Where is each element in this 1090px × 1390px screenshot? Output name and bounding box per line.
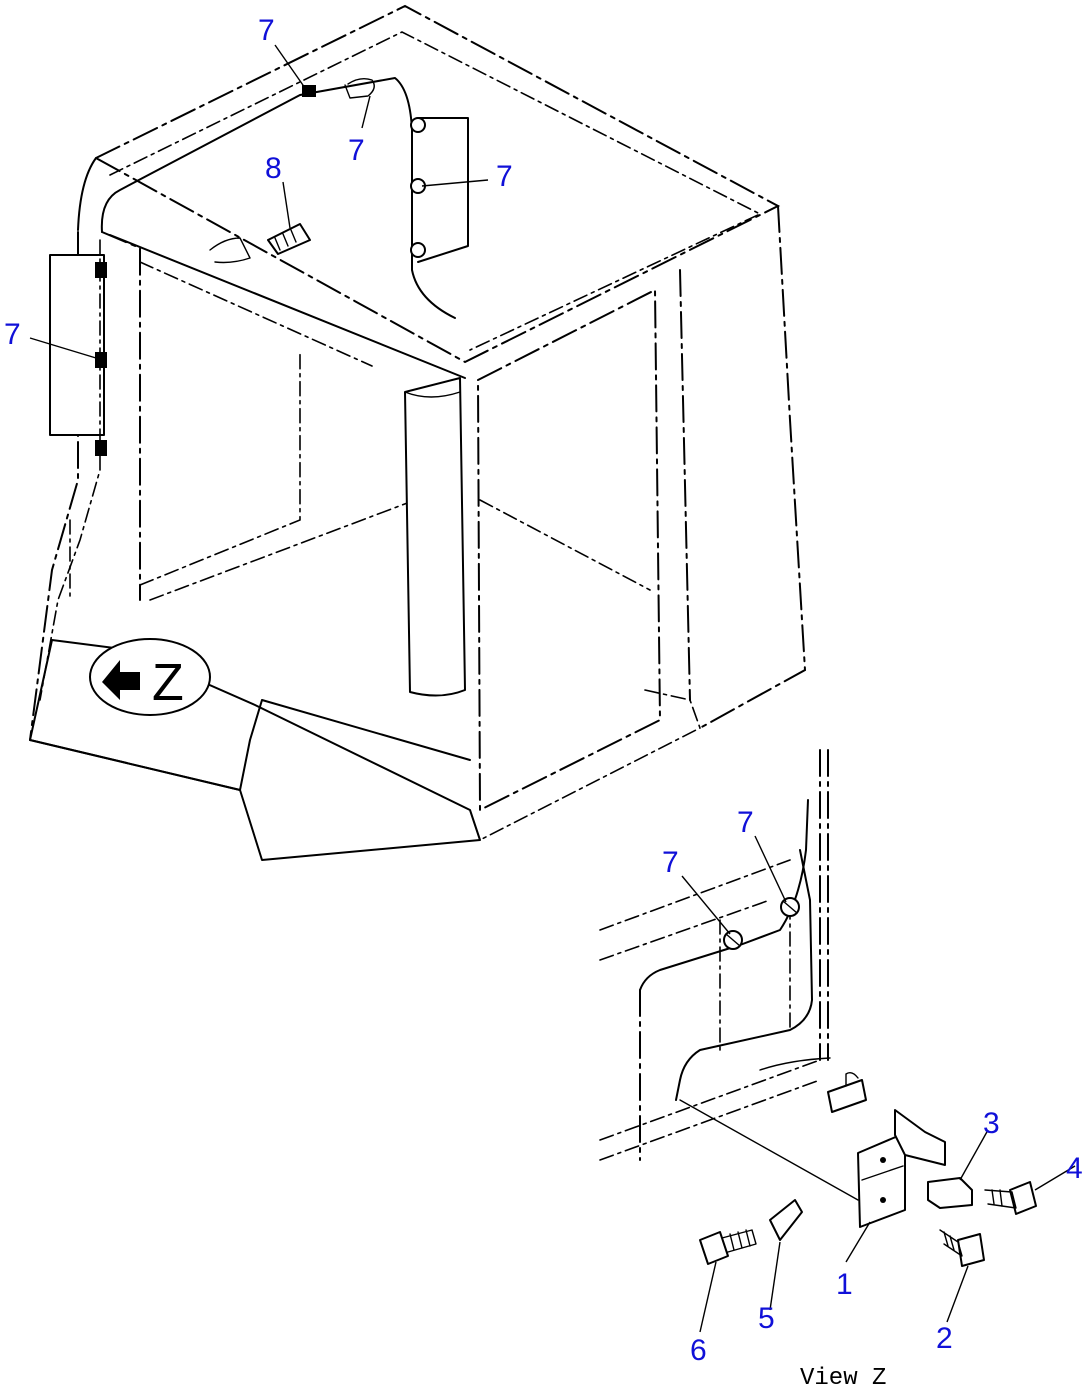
leader-lines: [29, 44, 1076, 1333]
view-marker-letter: Z: [152, 654, 184, 712]
left-mount-plate: [49, 254, 105, 436]
front-window-top-inner: [139, 261, 373, 367]
operator-cab: Z: [29, 4, 807, 861]
roof-clamp-bracket: [417, 117, 469, 263]
side-lower-rail: [479, 689, 701, 841]
arrow-left-icon: [102, 660, 140, 700]
bolt-4: [984, 1181, 1037, 1215]
callout-6-bolt: 6: [690, 1334, 707, 1367]
callouts: 7 7 7 7 8 7 7 3 4 1 5 6 2: [4, 14, 1083, 1367]
cab-roof-inner: [109, 31, 762, 351]
front-left-pillar: [101, 231, 141, 601]
rear-pillar: [679, 269, 691, 701]
cab-right-rear-edge: [699, 205, 807, 729]
clamp-left-3: [95, 440, 107, 456]
callout-2-bolt: 2: [936, 1322, 953, 1355]
roof-harness: [100, 77, 456, 319]
front-window-frame: [139, 349, 301, 586]
clamp-left-2: [95, 352, 107, 368]
view-caption: View Z: [800, 1365, 886, 1390]
clamp-roof-1: [410, 117, 426, 133]
side-window-rail: [479, 499, 651, 591]
panel-bottom-edge: [29, 739, 241, 791]
detail-harness-lower: [675, 849, 813, 1101]
callout-1-bracket: 1: [836, 1268, 853, 1301]
center-pillar-top: [404, 391, 461, 398]
callout-5-plate: 5: [758, 1302, 775, 1335]
callout-3-clip: 3: [983, 1107, 1000, 1140]
callout-7-roof-clamps: 7: [496, 160, 513, 193]
side-window: [476, 288, 662, 812]
callout-7-left-clamps: 7: [4, 318, 21, 351]
connector-8: [209, 223, 311, 264]
center-pillar: [404, 377, 466, 697]
detail-right-frame: [819, 749, 829, 1061]
clamp-roof-3: [410, 242, 426, 258]
relay-block: [827, 1079, 867, 1113]
detail-harness-upper: [639, 799, 809, 991]
callout-8-connector: 8: [265, 152, 282, 185]
detail-harness-branch: [759, 1057, 831, 1071]
callout-7-roof-front: 7: [258, 14, 275, 47]
callout-7-detail-left: 7: [662, 846, 679, 879]
bracket-1: [857, 1109, 946, 1228]
front-window-bottom: [149, 501, 411, 601]
clamp-left-1: [95, 262, 107, 278]
clip-3: [927, 1177, 973, 1209]
detail-top-rail-1: [599, 859, 791, 931]
plate-5: [769, 1199, 803, 1241]
detail-top-rail-2: [599, 899, 771, 961]
cab-front-edge: [29, 231, 79, 741]
callout-7-roof-clip: 7: [348, 134, 365, 167]
assembly-centerline: [679, 1099, 859, 1201]
front-window-top: [109, 234, 466, 379]
left-harness: [39, 239, 101, 701]
panel-side-edge: [239, 699, 471, 791]
view-z-detail: [599, 749, 1037, 1267]
roof-clip: [344, 77, 375, 99]
detail-bottom-rail-2: [599, 1079, 821, 1161]
detail-inner-frame: [719, 904, 791, 1051]
roof-front-corner: [77, 157, 97, 231]
callout-7-detail-right: 7: [737, 806, 754, 839]
bolt-2: [939, 1229, 985, 1267]
detail-bottom-rail-1: [599, 1059, 821, 1141]
view-z-marker: Z: [89, 638, 211, 716]
bolt-6: [699, 1229, 757, 1265]
clamp-roof-front: [302, 85, 316, 97]
callout-4-bolt: 4: [1066, 1152, 1083, 1185]
